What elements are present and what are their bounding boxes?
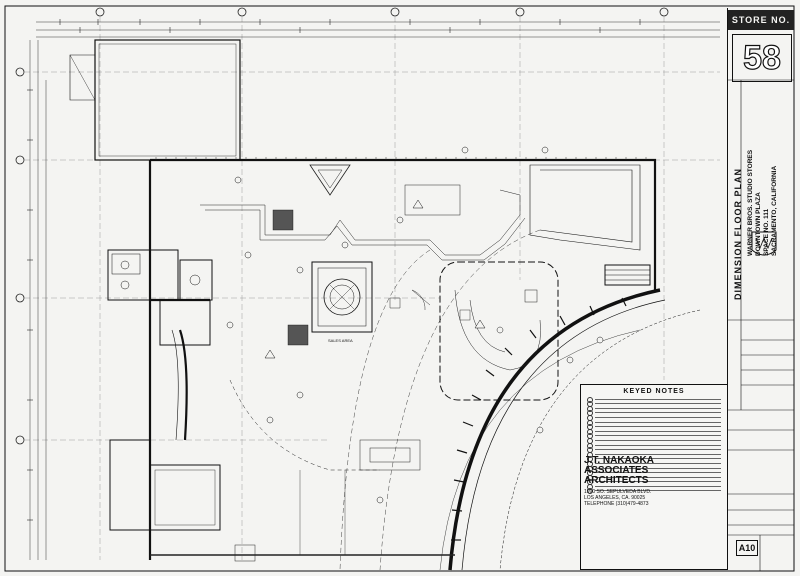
architect-name-line: ARCHITECTS xyxy=(584,475,649,486)
note-tags xyxy=(226,146,604,504)
sheet-number: A10 xyxy=(736,540,758,556)
title-block: STORE NO. 58 xyxy=(727,8,794,570)
keyed-notes-panel: KEYED NOTES xyxy=(580,384,728,570)
sheet-title: DIMENSION FLOOR PLAN xyxy=(733,168,743,300)
note-line xyxy=(587,410,721,417)
note-line xyxy=(587,396,721,403)
note-line xyxy=(587,488,721,495)
client-line: SPACE NO. 111 xyxy=(763,208,770,256)
architect-address-line: 1990 SO. SEPULVEDA BLVD. xyxy=(584,489,652,495)
note-line xyxy=(587,419,721,426)
door-swings xyxy=(389,289,431,311)
dimension-strings xyxy=(29,21,720,560)
central-fixture xyxy=(311,261,373,333)
wb-shield-logo xyxy=(751,231,777,256)
note-line xyxy=(587,414,721,421)
curved-storefront xyxy=(339,229,701,571)
architect-block: J.T. NAKAOKA ASSOCIATES ARCHITECTS xyxy=(584,456,726,494)
client-info: WARNER BROS. STUDIO STORES DOWNTOWN PLAZ… xyxy=(747,150,779,256)
note-line xyxy=(587,433,721,440)
callout-contents xyxy=(454,289,541,371)
client-line: SACRAMENTO, CALIFORNIA xyxy=(771,165,778,256)
stepped-platform xyxy=(200,164,526,261)
interior-columns xyxy=(272,209,471,346)
note-line xyxy=(587,442,721,449)
client-line: WARNER BROS. STUDIO STORES xyxy=(747,149,754,256)
architect-name-line: J.T. NAKAOKA xyxy=(584,455,655,466)
wall-hatch xyxy=(155,157,647,160)
note-line xyxy=(587,401,721,408)
architect-address-line: LOS ANGELES, CA. 90025 xyxy=(584,495,646,501)
sheet-border xyxy=(4,5,795,572)
architect-address: 1990 SO. SEPULVEDA BLVD. LOS ANGELES, CA… xyxy=(584,489,726,507)
service-rooms xyxy=(107,249,221,531)
keyed-notes-title: KEYED NOTES xyxy=(623,388,685,395)
architect-name-line: ASSOCIATES xyxy=(584,465,649,476)
title-block-lines xyxy=(727,79,794,571)
detail-callout xyxy=(439,261,559,401)
note-line xyxy=(587,405,721,412)
dimension-ticks xyxy=(27,19,641,521)
note-line xyxy=(587,437,721,444)
store-number: 58 xyxy=(732,34,792,82)
note-line xyxy=(587,447,721,454)
grid-bubbles xyxy=(15,7,669,445)
note-line xyxy=(587,424,721,431)
bottom-fixtures xyxy=(150,379,455,562)
store-number-label: STORE NO. xyxy=(728,10,794,30)
upper-left-room xyxy=(69,39,241,161)
mullions xyxy=(451,297,627,541)
architect-address-line: TELEPHONE (310)479-4873 xyxy=(584,501,649,507)
client-line: DOWNTOWN PLAZA xyxy=(755,192,762,256)
sales-area-label: SALES AREA xyxy=(328,338,353,343)
storefront-display xyxy=(529,164,651,286)
architect-name: J.T. NAKAOKA ASSOCIATES ARCHITECTS xyxy=(584,456,726,486)
note-line xyxy=(587,428,721,435)
